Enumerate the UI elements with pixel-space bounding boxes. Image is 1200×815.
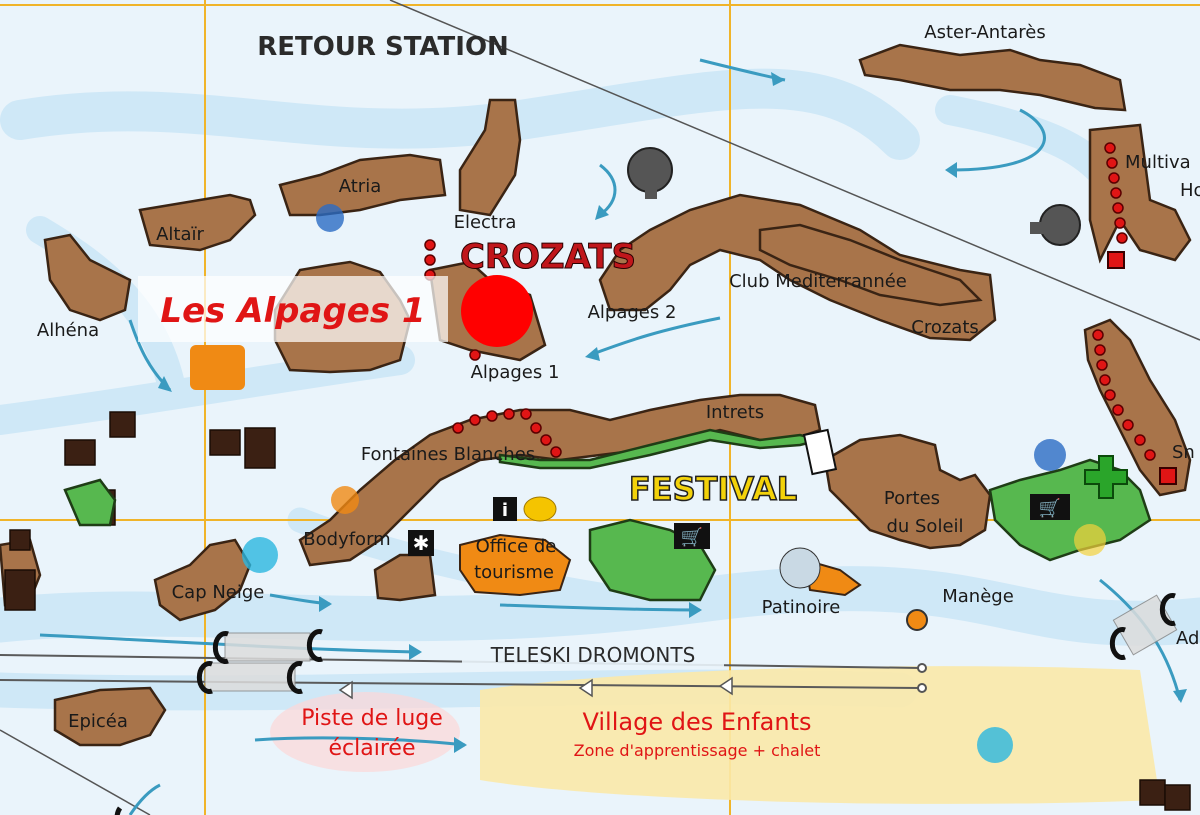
red-dot-markers — [424, 142, 1156, 461]
label-ado: Ado — [1176, 628, 1200, 649]
skier-icon — [242, 537, 278, 573]
cinema-icon — [802, 428, 838, 476]
svg-text:✱: ✱ — [413, 531, 430, 555]
label-portes-du-soleil-1: Portes — [884, 488, 940, 509]
star-icon — [408, 530, 434, 556]
office-tourisme-area — [459, 533, 572, 597]
building-portes-du-soleil — [823, 433, 992, 550]
lift-tower-icon — [1030, 222, 1050, 234]
info-icon — [493, 497, 517, 521]
label-multivacances: Multiva — [1125, 152, 1191, 173]
dancer-icon — [1074, 524, 1106, 556]
label-multivacances-2: Ho — [1180, 180, 1200, 201]
label-epicea: Epicéa — [68, 711, 128, 732]
svg-text:i: i — [502, 500, 508, 521]
skier-icon — [977, 727, 1013, 763]
label-alhena: Alhéna — [37, 320, 99, 341]
label-piste-luge-1: Piste de luge — [301, 706, 443, 731]
building-snow — [1083, 318, 1192, 497]
label-crozats-brand: CROZATS — [460, 237, 636, 277]
label-piste-luge-2: éclairée — [329, 736, 416, 761]
teleski-lines — [0, 594, 1178, 700]
lift-tower-icon — [645, 185, 657, 199]
luge-zone — [270, 692, 460, 772]
label-cap-neige: Cap Neige — [172, 582, 265, 603]
label-village-sub: Zone d'apprentissage + chalet — [574, 741, 821, 760]
dancer-icon — [331, 486, 359, 514]
building-bodyform-annex — [373, 553, 437, 602]
label-office-2: tourisme — [474, 562, 554, 583]
manege-icon — [906, 609, 928, 631]
label-bodyform: Bodyform — [303, 529, 390, 550]
svg-text:🛒: 🛒 — [681, 526, 703, 548]
kids-icon — [190, 345, 245, 390]
shopping-cart-icon — [1030, 494, 1070, 520]
map-labels: RETOUR STATION Aster-Antarès Multiva Ho … — [37, 22, 1200, 761]
shopping-cart-icon — [674, 523, 710, 549]
skier-icon — [1034, 439, 1066, 471]
building-alhena — [43, 233, 132, 322]
label-retour-station: RETOUR STATION — [257, 32, 509, 62]
label-aster-antares: Aster-Antarès — [924, 22, 1045, 43]
building-club-med — [758, 223, 983, 307]
label-alpages-1: Alpages 1 — [471, 362, 560, 383]
building-cap-neige — [153, 538, 252, 622]
building-atria — [278, 153, 447, 217]
post-horn-icon — [523, 496, 557, 522]
label-alpages-2: Alpages 2 — [588, 302, 677, 323]
label-manege: Manège — [942, 586, 1014, 607]
cable-line-2 — [0, 729, 151, 815]
label-altair: Altaïr — [156, 224, 204, 245]
label-festival: FESTIVAL — [629, 470, 797, 508]
label-snow: Sn — [1172, 442, 1195, 463]
label-electra: Electra — [454, 212, 517, 233]
building-electra — [458, 98, 522, 217]
icons: i 🛒 🛒 ✱ — [190, 204, 1128, 763]
location-marker[interactable] — [461, 275, 533, 347]
skater-icon — [779, 547, 821, 589]
building-epicea — [53, 686, 167, 747]
svg-text:🛒: 🛒 — [1039, 497, 1061, 519]
pharmacy-cross-icon — [1084, 455, 1128, 499]
label-teleski: TELESKI DROMONTS — [490, 643, 696, 667]
label-portes-du-soleil-2: du Soleil — [886, 516, 963, 537]
red-square-marker — [1107, 251, 1125, 269]
label-crozats: Crozats — [911, 317, 979, 338]
lift-bullwheels — [114, 593, 1176, 815]
highlight-banner — [138, 276, 448, 342]
red-square-marker — [1159, 467, 1177, 485]
label-village-enfants: Village des Enfants — [582, 708, 811, 736]
label-office-1: Office de — [476, 536, 557, 557]
label-patinoire: Patinoire — [762, 597, 841, 618]
label-fontaines-blanches: Fontaines Blanches — [361, 444, 535, 465]
village-enfants-zone — [480, 666, 1160, 804]
label-club-med: Club Mediterrannée — [729, 271, 907, 292]
title-overlay: Les Alpages 1 — [160, 291, 425, 331]
building-aster-antares — [858, 43, 1127, 112]
cable-line — [389, 0, 1200, 341]
building-altair — [138, 193, 257, 252]
skier-icon — [316, 204, 344, 232]
label-intrets: Intrets — [706, 402, 764, 423]
park-left — [63, 478, 117, 527]
label-atria: Atria — [339, 176, 382, 197]
